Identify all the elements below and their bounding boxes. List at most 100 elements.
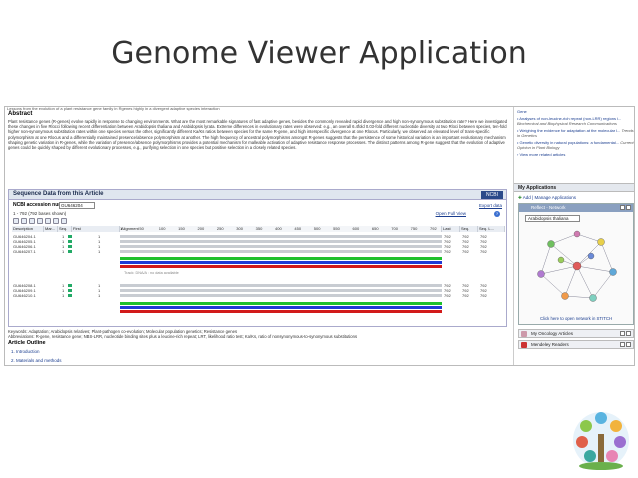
print-icon[interactable] (53, 218, 59, 224)
col-description[interactable]: Description (12, 226, 44, 232)
alignment-bar-blue (120, 306, 442, 309)
pan-left-icon[interactable] (29, 218, 35, 224)
ruler-tick: 1 (120, 226, 123, 231)
col-last[interactable]: Last (442, 226, 460, 232)
sequence-cell: 1 (98, 234, 101, 239)
col-seq-length[interactable]: Seq. L... (478, 226, 505, 232)
network-node[interactable] (547, 240, 555, 248)
article-pane: Lessons from the evolution of a plant re… (5, 107, 511, 365)
my-oncology-articles-panel[interactable]: My Oncology Articles (518, 329, 634, 338)
sequence-marker-icon[interactable] (68, 284, 72, 287)
related-article-3[interactable]: • Genetic diversity in natural populatio… (517, 140, 634, 150)
col-alignment[interactable]: Alignment (120, 226, 442, 232)
view-more-link[interactable]: › View more related articles (517, 152, 566, 157)
slide-title: Genome Viewer Application (111, 36, 527, 71)
settings-icon[interactable] (45, 218, 51, 224)
sequence-cell: 792 (480, 249, 487, 254)
sequence-id[interactable]: GU646206.1 (13, 244, 36, 249)
logo-leaves (576, 412, 626, 462)
zoom-in-icon[interactable] (13, 218, 19, 224)
pan-right-icon[interactable] (37, 218, 43, 224)
network-node[interactable] (589, 294, 597, 302)
related-article-2-title: Weighing the evidence for adaptation at … (519, 128, 621, 133)
sequence-id[interactable]: GU646208.1 (13, 283, 36, 288)
alignment-track[interactable] (120, 284, 442, 287)
network-node[interactable] (573, 230, 581, 238)
minimize-icon[interactable] (620, 342, 625, 347)
related-gene-link[interactable]: Gene (517, 109, 527, 114)
col-seq-end[interactable]: Seq. End (460, 226, 478, 232)
alignment-track[interactable] (120, 235, 442, 238)
sequence-cell: 1 (62, 288, 65, 293)
network-node[interactable] (561, 292, 569, 300)
network-node[interactable] (537, 270, 545, 278)
mendeley-icon (521, 342, 527, 348)
outline-item-introduction[interactable]: 1. Introduction (11, 349, 40, 354)
sequence-viewer-title: Sequence Data from this Article (13, 191, 104, 197)
alignment-track[interactable] (120, 294, 442, 297)
network-node[interactable] (587, 252, 595, 260)
sequence-cell: 1 (98, 244, 101, 249)
open-full-view-link[interactable]: Open Full View (435, 211, 466, 216)
sequence-cell: 792 (462, 249, 469, 254)
refresh-icon[interactable] (61, 218, 67, 224)
add-app-link[interactable]: Add (522, 195, 531, 200)
sequence-marker-icon[interactable] (68, 289, 72, 292)
sequence-marker-icon[interactable] (68, 250, 72, 253)
decorative-logo (573, 412, 629, 470)
help-icon[interactable]: ? (494, 211, 500, 217)
alignment-track[interactable] (120, 245, 442, 248)
alignment-track[interactable] (120, 250, 442, 253)
network-node[interactable] (597, 238, 605, 246)
ruler-tick: 350 (255, 226, 263, 231)
close-icon[interactable] (626, 331, 631, 336)
alignment-track[interactable] (120, 240, 442, 243)
network-node[interactable] (557, 256, 565, 264)
sequence-id[interactable]: GU646210.1 (13, 293, 36, 298)
outline-heading: Article Outline (8, 340, 46, 346)
alignment-bar-green (120, 302, 442, 305)
col-marker[interactable]: Mar... (44, 226, 58, 232)
open-stitch-link[interactable]: Click here to open network in STITCH (539, 316, 613, 321)
viewer-toolbar (13, 218, 69, 224)
widget-window-buttons (619, 205, 631, 213)
sequence-id[interactable]: GU646205.1 (13, 239, 36, 244)
sequence-cell: 1 (62, 244, 65, 249)
col-seq-start[interactable]: Seq. S... (58, 226, 72, 232)
related-articles: Gene • Analyses of non-leucine-rich repe… (517, 109, 634, 159)
network-node[interactable] (609, 268, 617, 276)
manage-apps-link[interactable]: Manage Applications (534, 195, 577, 200)
zoom-out-icon[interactable] (21, 218, 27, 224)
close-icon[interactable] (626, 205, 631, 210)
sequence-id[interactable]: GU646209.1 (13, 288, 36, 293)
sequence-marker-icon[interactable] (68, 240, 72, 243)
export-data-link[interactable]: Export data (478, 203, 502, 208)
network-node[interactable] (572, 261, 582, 271)
sequence-cell: 792 (480, 283, 487, 288)
species-select[interactable]: Arabidopsis thaliana (525, 215, 580, 222)
protein-network-graph[interactable] (521, 224, 633, 314)
sequence-cell: 1 (98, 239, 101, 244)
sequence-cell: 792 (480, 293, 487, 298)
sequence-marker-icon[interactable] (68, 294, 72, 297)
col-first[interactable]: First (72, 226, 120, 232)
sequence-id[interactable]: GU646207.1 (13, 249, 36, 254)
ncbi-button[interactable]: NCBI (481, 191, 503, 199)
outline-item-methods[interactable]: 2. Materials and methods (11, 358, 62, 363)
related-article-1[interactable]: • Analyses of non-leucine-rich repeat (n… (517, 116, 622, 126)
sequence-cell: 792 (462, 283, 469, 288)
related-article-2[interactable]: • Weighing the evidence for adaptation a… (517, 128, 634, 138)
sequence-marker-icon[interactable] (68, 235, 72, 238)
accession-select[interactable]: GU646204 (59, 202, 95, 209)
minimize-icon[interactable] (620, 205, 625, 210)
sequence-id[interactable]: GU646204.1 (13, 234, 36, 239)
sequence-marker-icon[interactable] (68, 245, 72, 248)
mendeley-readers-panel[interactable]: Mendeley Readers (518, 340, 634, 349)
my-applications-heading: My Applications (514, 183, 634, 192)
alignment-track[interactable] (120, 289, 442, 292)
sequence-cell: 1 (98, 293, 101, 298)
genome-viewer-screenshot: Lessons from the evolution of a plant re… (4, 106, 635, 366)
close-icon[interactable] (626, 342, 631, 347)
minimize-icon[interactable] (620, 331, 625, 336)
